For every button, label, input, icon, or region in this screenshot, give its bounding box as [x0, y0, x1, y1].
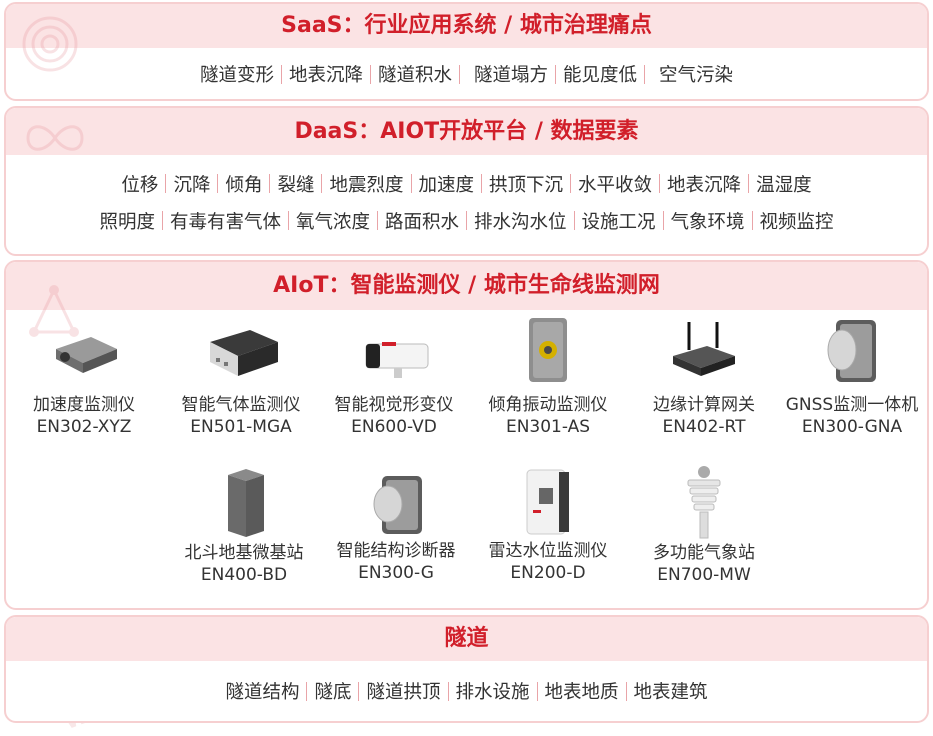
- daas-tag: 地震烈度: [329, 174, 404, 196]
- weather-station-device-icon: [687, 466, 721, 539]
- device-model: EN301-AS: [505, 417, 591, 437]
- device-card: GNSS监测一体机 EN300-GNA: [777, 394, 927, 438]
- radar-level-device-icon: [526, 469, 569, 535]
- device-model: EN501-MGA: [190, 417, 292, 437]
- daas-tag: 水平收敛: [578, 174, 653, 196]
- tunnel-tag: 隧道拱顶: [366, 682, 441, 703]
- infinity-icon: [26, 125, 84, 151]
- device-name: 加速度监测仪: [33, 395, 135, 415]
- device-model: EN302-XYZ: [36, 417, 132, 437]
- daas-tag: 沉降: [173, 174, 211, 196]
- tunnel-tags: 隧道结构 隧底 隧道拱顶 排水设施 地表地质 地表建筑: [6, 661, 927, 721]
- device-name: 智能结构诊断器: [336, 541, 456, 561]
- saas-tag: 隧道变形: [199, 65, 274, 86]
- daas-tag: 视频监控: [759, 211, 834, 233]
- device-name: 雷达水位监测仪: [488, 541, 608, 561]
- device-model: EN200-D: [510, 563, 586, 583]
- device-model: EN400-BD: [200, 565, 288, 585]
- daas-tag: 排水沟水位: [474, 211, 567, 233]
- device-model: EN300-GNA: [801, 417, 903, 437]
- device-model: EN300-G: [358, 563, 434, 583]
- saas-tag: 隧道积水: [377, 65, 452, 86]
- daas-tag: 倾角: [225, 174, 263, 196]
- daas-tag: 设施工况: [581, 211, 656, 233]
- daas-tag: 气象环境: [670, 211, 745, 233]
- structure-diagnoser-device-icon: [373, 476, 422, 534]
- daas-tag: 位移: [121, 174, 159, 196]
- daas-tag: 照明度: [99, 211, 155, 233]
- beidou-station-device-icon: [228, 469, 264, 537]
- saas-panel: SaaS：行业应用系统 / 城市治理痛点 隧道变形 地表沉降 隧道积水 隧道塌方…: [4, 2, 929, 101]
- daas-tag: 地表沉降: [667, 174, 742, 196]
- device-card: 北斗地基微基站 EN400-BD: [169, 542, 319, 586]
- daas-tag: 有毒有害气体: [169, 211, 281, 233]
- saas-tag: 能见度低: [563, 65, 638, 86]
- device-model: EN600-VD: [351, 417, 437, 437]
- daas-panel: DaaS：AIOT开放平台 / 数据要素 位移 沉降 倾角 裂缝 地震烈度 加速…: [4, 106, 929, 256]
- daas-tag: 加速度: [418, 174, 475, 196]
- device-name: 智能气体监测仪: [181, 395, 301, 415]
- daas-tag: 温湿度: [756, 174, 812, 196]
- device-name: 倾角振动监测仪: [488, 395, 608, 415]
- device-card: 雷达水位监测仪 EN200-D: [473, 540, 623, 584]
- accelerometer-device-icon: [56, 337, 117, 373]
- saas-tag: 地表沉降: [288, 65, 363, 86]
- device-name: GNSS监测一体机: [785, 395, 919, 415]
- device-card: 智能结构诊断器 EN300-G: [321, 540, 471, 584]
- device-name: 北斗地基微基站: [184, 543, 304, 563]
- tunnel-tag: 隧道结构: [225, 682, 300, 703]
- aiot-panel: AIoT：智能监测仪 / 城市生命线监测网 加速度监测仪 EN302-XYZ 智…: [4, 260, 929, 610]
- tunnel-tag: 排水设施: [455, 682, 530, 703]
- device-card: 智能气体监测仪 EN501-MGA: [166, 394, 316, 438]
- daas-tags-row1: 位移 沉降 倾角 裂缝 地震烈度 加速度 拱顶下沉 水平收敛 地表沉降 温湿度: [6, 165, 927, 202]
- camera-device-icon: [365, 342, 429, 378]
- device-card: 加速度监测仪 EN302-XYZ: [9, 394, 159, 438]
- device-card: 多功能气象站 EN700-MW: [629, 542, 779, 586]
- tunnel-title: 隧道: [6, 617, 927, 661]
- device-card: 边缘计算网关 EN402-RT: [629, 394, 779, 438]
- device-name: 多功能气象站: [653, 543, 755, 563]
- saas-tag: 隧道塌方: [474, 65, 549, 86]
- tunnel-tag: 隧底: [314, 682, 352, 703]
- gateway-device-icon: [673, 322, 735, 376]
- saas-tag: 空气污染: [659, 65, 734, 86]
- gas-monitor-device-icon: [210, 330, 278, 376]
- device-name: 边缘计算网关: [653, 395, 755, 415]
- saas-title: SaaS：行业应用系统 / 城市治理痛点: [6, 4, 927, 48]
- daas-tag: 路面积水: [384, 211, 459, 233]
- target-icon: [22, 16, 78, 72]
- tunnel-tag: 地表建筑: [633, 682, 708, 703]
- daas-tag: 氧气浓度: [295, 211, 370, 233]
- daas-tag: 裂缝: [277, 174, 315, 196]
- device-name: 智能视觉形变仪: [334, 395, 454, 415]
- tunnel-tag: 地表地质: [544, 682, 619, 703]
- daas-tags-row2: 照明度 有毒有害气体 氧气浓度 路面积水 排水沟水位 设施工况 气象环境 视频监…: [6, 202, 927, 239]
- device-model: EN402-RT: [662, 417, 746, 437]
- gnss-device-icon: [827, 320, 876, 382]
- device-model: EN700-MW: [657, 565, 751, 585]
- aiot-title: AIoT：智能监测仪 / 城市生命线监测网: [6, 262, 927, 310]
- daas-title: DaaS：AIOT开放平台 / 数据要素: [6, 108, 927, 155]
- device-card: 智能视觉形变仪 EN600-VD: [319, 394, 469, 438]
- tilt-monitor-device-icon: [529, 318, 567, 382]
- network-icon: [29, 285, 79, 337]
- device-card: 倾角振动监测仪 EN301-AS: [473, 394, 623, 438]
- daas-tag: 拱顶下沉: [489, 174, 564, 196]
- saas-tags: 隧道变形 地表沉降 隧道积水 隧道塌方 能见度低 空气污染: [6, 48, 927, 99]
- tunnel-panel: 隧道 隧道结构 隧底 隧道拱顶 排水设施 地表地质 地表建筑: [4, 615, 929, 723]
